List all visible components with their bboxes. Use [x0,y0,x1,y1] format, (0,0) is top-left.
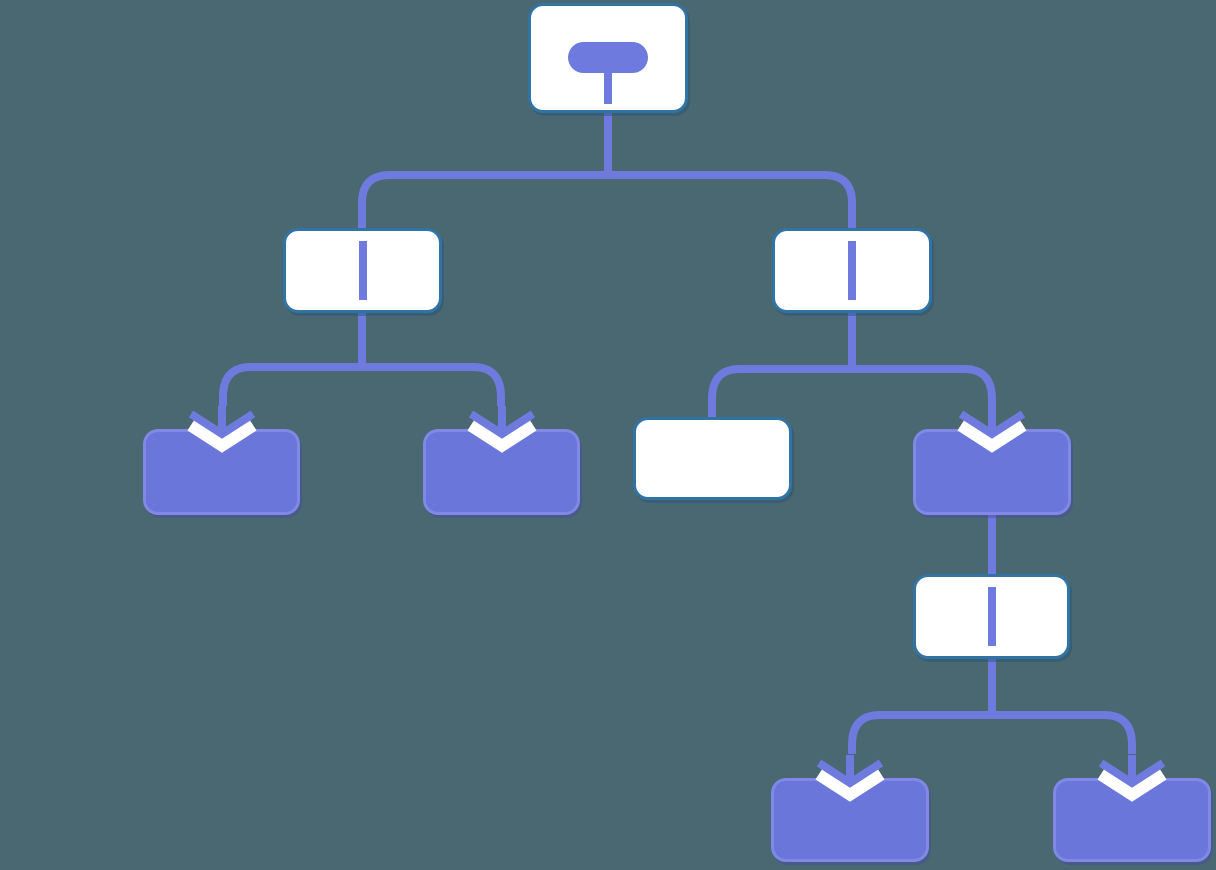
chevron-double-down-icon[interactable] [1094,755,1170,807]
chevron-double-down-icon[interactable] [954,406,1030,458]
edge-root-children-bus[interactable] [358,171,856,232]
node-branch-bottom[interactable] [913,574,1070,659]
node-branch-left[interactable] [283,228,442,313]
vertical-bar-glyph [358,241,367,300]
root-pill-glyph [568,42,648,73]
node-leaf-left-1[interactable] [143,406,300,515]
chevron-double-down-icon[interactable] [812,755,888,807]
node-right-2[interactable] [913,406,1071,515]
node-leaf-bottom-1[interactable] [771,755,929,862]
node-leaf-left-2[interactable] [423,406,580,515]
node-leaf-right-1[interactable] [633,417,792,500]
root-pill-stem-glyph [604,70,612,104]
chevron-double-down-icon[interactable] [184,406,260,458]
edge-branch-bottom-children-bus[interactable] [848,711,1136,754]
edge-branch-right-children-bus[interactable] [708,365,996,420]
chevron-double-down-icon[interactable] [464,406,540,458]
node-branch-right[interactable] [772,228,932,313]
vertical-bar-glyph [848,241,856,300]
edge-branch-left-children-bus[interactable] [219,363,505,406]
node-leaf-bottom-2[interactable] [1053,755,1211,862]
vertical-bar-glyph [987,587,996,646]
node-root[interactable] [528,3,688,113]
